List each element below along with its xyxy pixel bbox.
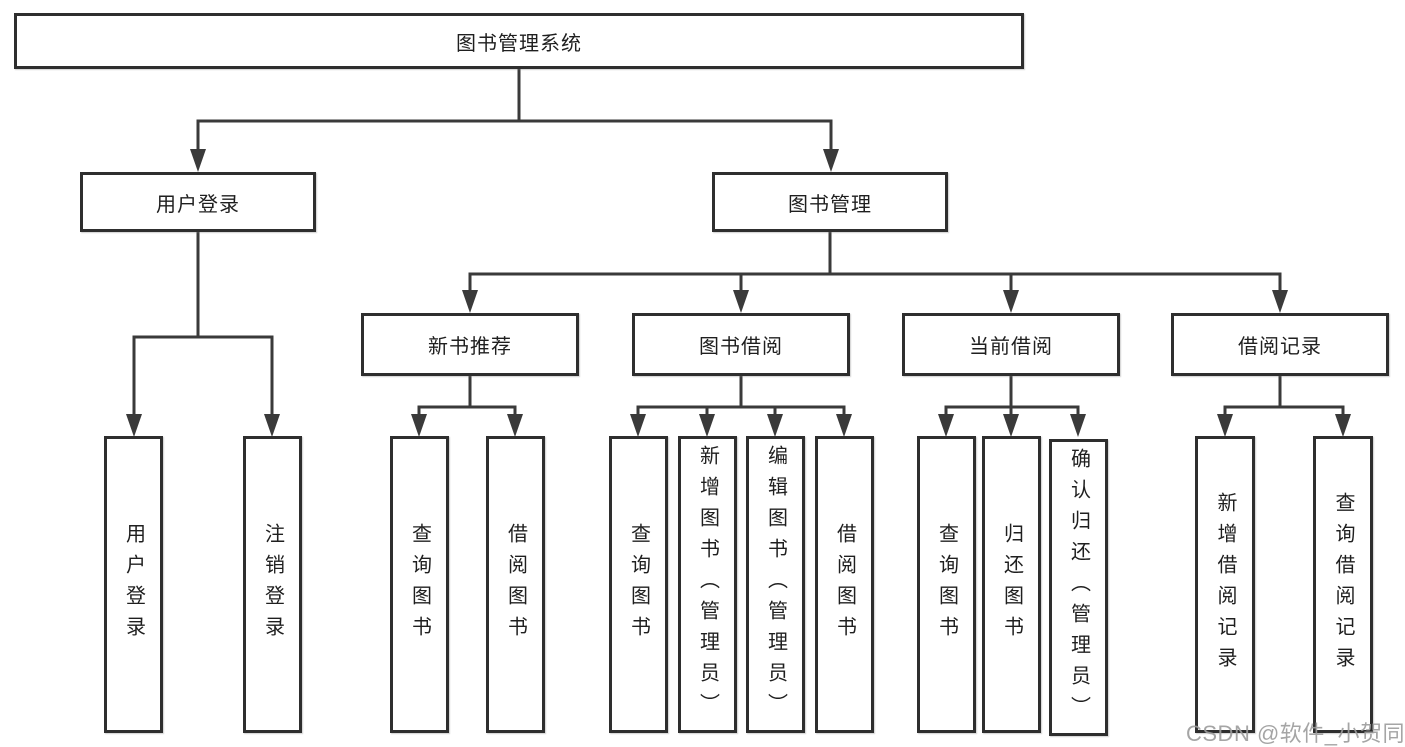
leaf-user-login: 用户登录 <box>104 436 163 733</box>
node-root: 图书管理系统 <box>14 13 1024 69</box>
node-user-login: 用户登录 <box>80 172 316 232</box>
node-current-borrow: 当前借阅 <box>902 313 1120 376</box>
node-book-borrow: 图书借阅 <box>632 313 850 376</box>
node-borrow-records: 借阅记录 <box>1171 313 1389 376</box>
leaf-add-books-admin: 新增图书（管理员） <box>678 436 737 733</box>
leaf-query-books-borrow: 查询图书 <box>609 436 668 733</box>
node-new-book-rec: 新书推荐 <box>361 313 579 376</box>
arrowheads <box>126 149 1351 437</box>
csdn-watermark: CSDN @软件_小贺同学 <box>1186 721 1405 746</box>
leaf-query-books-current: 查询图书 <box>917 436 976 733</box>
leaf-confirm-return-admin: 确认归还（管理员） <box>1049 439 1108 736</box>
leaf-borrow-books-borrow: 借阅图书 <box>815 436 874 733</box>
leaf-edit-books-admin: 编辑图书（管理员） <box>746 436 805 733</box>
leaf-query-borrow-record: 查询借阅记录 <box>1313 436 1373 733</box>
leaf-query-books-newrec: 查询图书 <box>390 436 449 733</box>
leaf-borrow-books-newrec: 借阅图书 <box>486 436 545 733</box>
node-book-mgmt: 图书管理 <box>712 172 948 232</box>
leaf-add-borrow-record: 新增借阅记录 <box>1195 436 1255 733</box>
leaf-return-books: 归还图书 <box>982 436 1041 733</box>
leaf-logout-login: 注销登录 <box>243 436 302 733</box>
